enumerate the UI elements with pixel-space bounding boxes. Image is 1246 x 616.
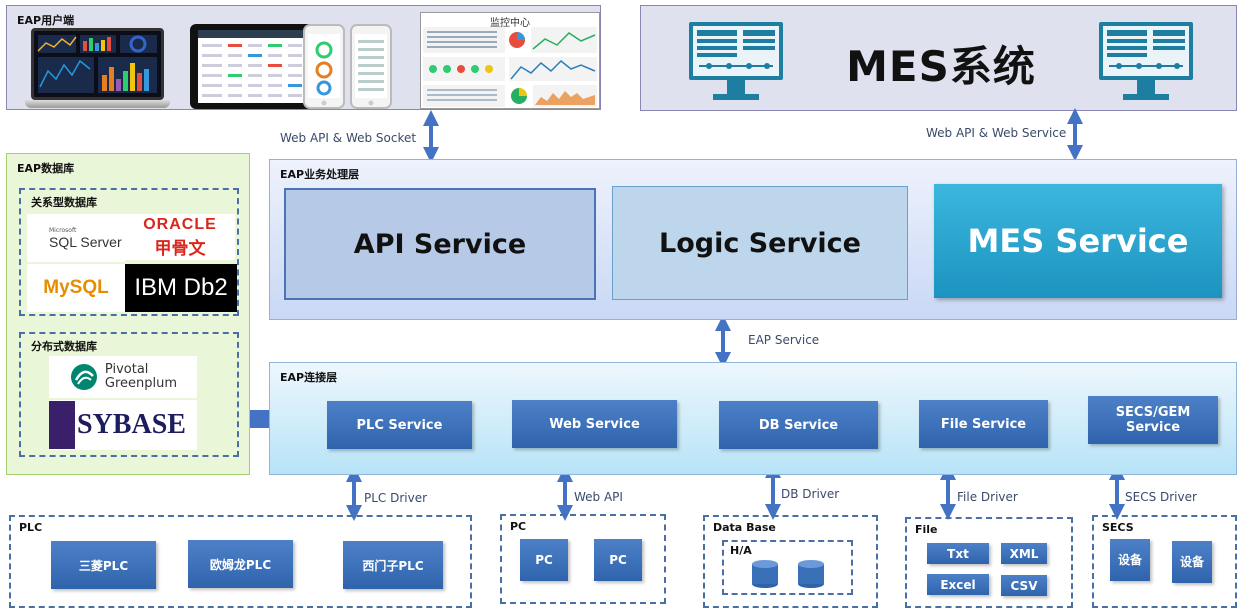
ha-title: H/A [730, 544, 752, 557]
phone-image-2 [350, 24, 392, 109]
mes-service-box[interactable]: MES Service [934, 184, 1222, 298]
eap-client-panel: EAP用户端 [6, 5, 601, 110]
secs-group: SECS 设备 设备 [1092, 515, 1237, 608]
secs-gem-service-button[interactable]: SECS/GEM Service [1088, 396, 1218, 444]
phone-image-1 [303, 24, 345, 109]
greenplum-logo: Pivotal Greenplum [49, 356, 197, 398]
connection-layer: EAP连接层 PLC Service Web Service DB Servic… [269, 362, 1237, 475]
database-group: Data Base H/A [703, 515, 878, 608]
sybase-logo: SYBASE [49, 400, 197, 450]
siemens-plc[interactable]: 西门子PLC [343, 541, 443, 589]
database-cylinder-icon [752, 560, 778, 588]
plc-group-title: PLC [19, 521, 43, 534]
oracle-logo: ORACLE 甲骨文 [125, 214, 235, 260]
mitsubishi-plc[interactable]: 三菱PLC [51, 541, 156, 589]
plc-service-button[interactable]: PLC Service [327, 401, 472, 449]
tablet-image [190, 24, 315, 109]
csv-file[interactable]: CSV [1001, 575, 1047, 596]
mes-panel: MES系统 [640, 5, 1237, 111]
db-service-button[interactable]: DB Service [719, 401, 878, 449]
excel-file[interactable]: Excel [927, 574, 989, 595]
database-group-title: Data Base [713, 521, 776, 534]
business-layer: EAP业务处理层 API Service Logic Service MES S… [269, 159, 1237, 320]
web-api-label: Web API [574, 490, 623, 504]
xml-file[interactable]: XML [1001, 543, 1047, 564]
monitor-icon [1097, 20, 1195, 104]
mes-service-label: MES Service [967, 222, 1189, 260]
plc-group: PLC 三菱PLC 欧姆龙PLC 西门子PLC [9, 515, 472, 608]
db2-logo: IBM Db2 [125, 264, 237, 312]
link-label-mes: Web API & Web Service [926, 126, 1067, 140]
distributed-db-group: 分布式数据库 Pivotal Greenplum SYBASE [19, 332, 239, 457]
business-layer-title: EAP业务处理层 [280, 168, 360, 181]
pc-group-title: PC [510, 520, 527, 533]
secs-group-title: SECS [1102, 521, 1134, 534]
pc-device-2[interactable]: PC [594, 539, 642, 581]
plc-driver-label: PLC Driver [364, 491, 428, 505]
laptop-image [25, 28, 170, 110]
txt-file[interactable]: Txt [927, 543, 989, 564]
monitor-title: 监控中心 [490, 18, 530, 29]
file-group: File Txt XML Excel CSV [905, 517, 1073, 608]
logic-service-box[interactable]: Logic Service [612, 186, 908, 300]
pc-group: PC PC PC [500, 514, 666, 604]
pc-device-1[interactable]: PC [520, 539, 568, 581]
omron-plc[interactable]: 欧姆龙PLC [188, 540, 293, 588]
monitor-icon [687, 20, 785, 104]
link-label-eap-service: EAP Service [748, 333, 820, 347]
sqlserver-logo: Microsoft SQL Server [27, 214, 125, 262]
database-cylinder-icon [798, 560, 824, 588]
connection-layer-title: EAP连接层 [280, 371, 338, 384]
secs-driver-label: SECS Driver [1125, 490, 1197, 504]
file-group-title: File [915, 523, 938, 536]
db-driver-label: DB Driver [781, 487, 840, 501]
link-label-client: Web API & Web Socket [280, 131, 417, 145]
distributed-db-title: 分布式数据库 [31, 340, 97, 353]
eap-client-title: EAP用户端 [17, 14, 75, 27]
relational-db-title: 关系型数据库 [31, 196, 97, 209]
relational-db-group: 关系型数据库 Microsoft SQL Server ORACLE 甲骨文 M… [19, 188, 239, 316]
secs-device-1[interactable]: 设备 [1110, 539, 1150, 581]
eap-database-panel: EAP数据库 关系型数据库 Microsoft SQL Server ORACL… [6, 153, 250, 475]
file-service-button[interactable]: File Service [919, 400, 1048, 448]
file-driver-label: File Driver [957, 490, 1018, 504]
ha-group: H/A [722, 540, 853, 595]
api-service-box[interactable]: API Service [284, 188, 596, 300]
web-service-button[interactable]: Web Service [512, 400, 677, 448]
logic-service-label: Logic Service [659, 227, 861, 259]
monitor-dashboard-image: 监控中心 [420, 12, 600, 109]
mes-title: MES系统 [846, 42, 1036, 91]
api-service-label: API Service [353, 228, 527, 260]
eap-database-title: EAP数据库 [17, 162, 75, 175]
mysql-logo: MySQL [27, 264, 125, 312]
secs-device-2[interactable]: 设备 [1172, 541, 1212, 583]
